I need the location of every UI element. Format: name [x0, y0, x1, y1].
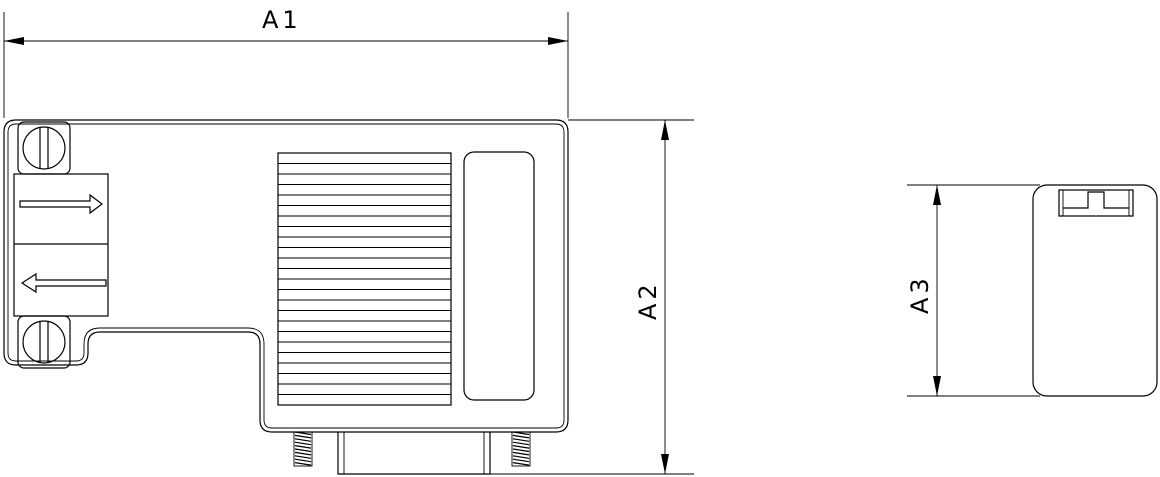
side-view-outline: [1032, 184, 1158, 397]
stud-thread: [512, 458, 530, 463]
connector-body-outline: [3, 119, 569, 433]
stud-thread: [294, 451, 312, 456]
connector-body: [3, 119, 569, 475]
stud-thread: [512, 448, 530, 453]
stud-thread: [512, 441, 530, 446]
a2-arrow-top: [661, 120, 669, 140]
stud-thread: [294, 438, 312, 442]
connector-body-inner-outline: [7, 123, 565, 429]
screw-top-left-icon: [17, 121, 71, 175]
a1-label: A1: [262, 6, 302, 34]
label-window: [463, 151, 535, 401]
a1-arrow-right: [548, 37, 568, 45]
a3-arrow-bottom: [933, 376, 941, 396]
d-sub-plug: [337, 432, 491, 475]
connector-side-view: [1032, 184, 1158, 397]
stud-thread: [294, 458, 312, 463]
stud-thread: [512, 455, 530, 459]
a2-arrow-bottom: [661, 454, 669, 474]
a3-arrow-top: [933, 185, 941, 205]
direction-switch-panel: [13, 173, 109, 317]
stud-thread: [294, 441, 312, 446]
stud-thread: [512, 434, 530, 439]
stud-thread: [294, 445, 312, 449]
stud-thread: [294, 448, 312, 453]
arrow-right-icon: [19, 193, 103, 215]
a2-label: A2: [634, 280, 662, 320]
arrow-left-icon: [20, 272, 107, 294]
stud-outline: [293, 431, 313, 467]
stud-outline: [511, 431, 531, 467]
dimension-a3: A3: [906, 184, 1040, 397]
grip-ribs: [277, 152, 452, 406]
dimension-a1: A1: [3, 6, 569, 118]
stud-thread: [294, 462, 312, 466]
stud-thread: [512, 438, 530, 442]
stud-thread: [294, 455, 312, 459]
a1-arrow-left: [4, 37, 24, 45]
side-view-latch-icon: [1058, 189, 1134, 217]
stud-thread: [294, 434, 312, 439]
threaded-stud-right-icon: [511, 431, 531, 467]
dimension-a2: A2: [490, 119, 694, 475]
stud-thread: [512, 445, 530, 449]
stud-thread: [512, 451, 530, 456]
stud-thread: [512, 462, 530, 466]
a3-label: A3: [906, 274, 934, 314]
screw-bottom-left-icon: [17, 315, 71, 369]
threaded-stud-left-icon: [293, 431, 313, 467]
